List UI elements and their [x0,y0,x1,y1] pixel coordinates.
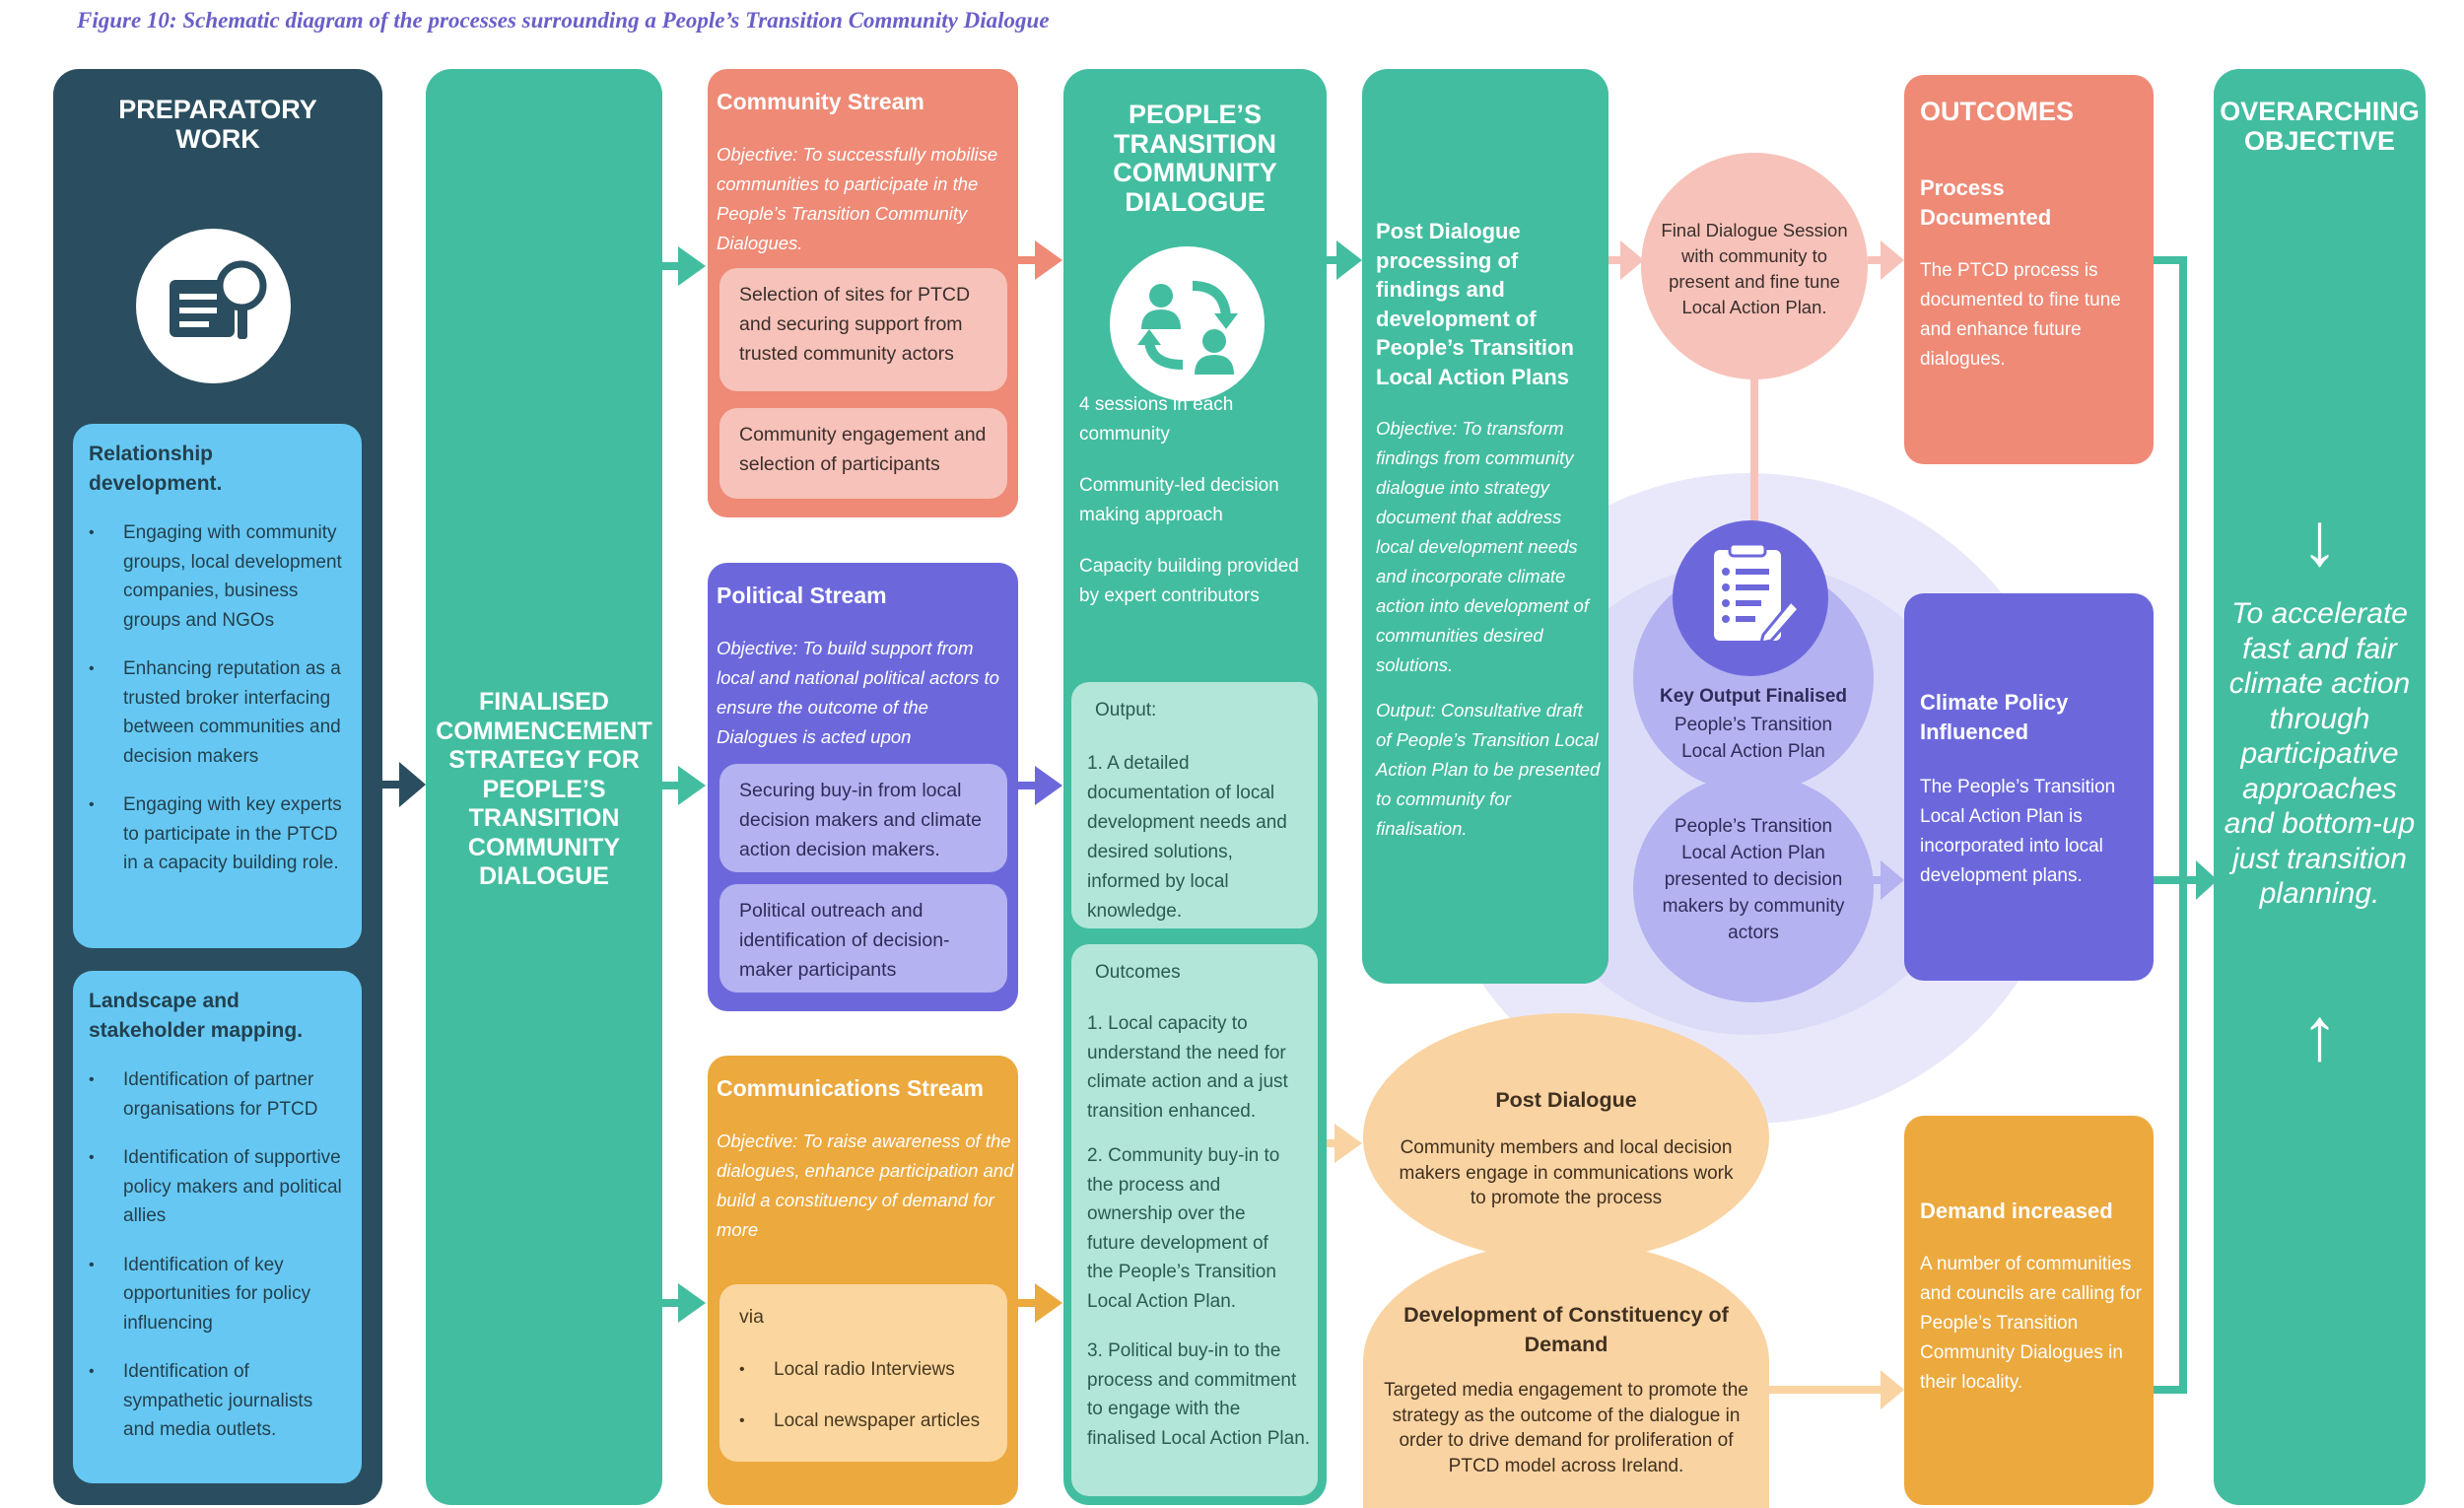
process-title: Process Documented [1920,175,2052,230]
list-item: Identification of partner organisations … [89,1065,347,1124]
arrow-constituency-demand [1881,1370,1904,1409]
constituency-title: Development of Constituency of Demand [1403,1303,1729,1356]
list-item: Enhancing reputation as a trusted broker… [89,654,347,771]
climate-text: The People’s Transition Local Action Pla… [1920,777,2116,886]
outcomes-box: Outcomes 1. Local capacity to understand… [1071,944,1318,1496]
outcomes-bracket [2154,256,2187,1394]
list-item: Local radio Interviews [739,1355,995,1385]
post-dialogue-ellipse: Post Dialogue Community members and loca… [1363,1013,1769,1262]
arrow-to-political [678,766,706,805]
dialogue-point: Capacity building provided by expert con… [1079,556,1299,606]
political-objective: Objective: To build support from local a… [717,638,999,747]
constituency-text: Targeted media engagement to promote the… [1384,1380,1748,1476]
dialogue-title: PEOPLE’S TRANSITION COMMUNITY DIALOGUE [1113,100,1277,217]
landscape-card: Landscape and stakeholder mapping. Ident… [73,971,362,1483]
checklist-pen-icon [1673,520,1828,676]
political-stream-card: Political Stream Objective: To build sup… [708,563,1018,1011]
outcome-item: 3. Political buy-in to the process and c… [1087,1340,1311,1449]
figure-caption: Figure 10: Schematic diagram of the proc… [77,8,1050,33]
post-processing-objective: Objective: To transform findings from co… [1376,418,1589,675]
community-stream-card: Community Stream Objective: To successfu… [708,69,1018,517]
communications-stream-card: Communications Stream Objective: To rais… [708,1056,1018,1505]
community-item: Community engagement and selection of pa… [719,408,1007,499]
climate-title: Climate Policy Influenced [1920,690,2069,744]
communications-list: Local radio Interviews Local newspaper a… [739,1355,995,1455]
list-item: Identification of supportive policy make… [89,1143,347,1231]
relationship-title: Relationship development. [89,443,223,495]
post-processing-title: Post Dialogue processing of findings and… [1376,219,1574,389]
arrow-prep-head [399,762,426,807]
outcome-item: 1. Local capacity to understand the need… [1087,1013,1288,1122]
relationship-list: Engaging with community groups, local de… [89,518,347,898]
arrow-comms-dialogue [1035,1283,1062,1323]
arrow-to-communications [678,1283,706,1323]
climate-policy-card: Climate Policy Influenced The People’s T… [1904,593,2154,981]
list-item: Engaging with key experts to participate… [89,790,347,878]
arrow-post-final [1620,240,1644,280]
preparatory-column: PREPARATORY WORK Relationship developmen… [53,69,382,1505]
list-item: Identification of sympathetic journalist… [89,1357,347,1445]
demand-card: Demand increased A number of communities… [1904,1116,2154,1505]
political-item: Political outreach and identification of… [719,884,1007,993]
landscape-title: Landscape and stakeholder mapping. [89,990,304,1042]
arrow-outcomes-overarching [2196,860,2218,900]
key-output-title: Key Output Finalised [1659,686,1848,707]
communications-objective: Objective: To raise awareness of the dia… [717,1131,1014,1240]
list-item: Identification of key opportunities for … [89,1251,347,1338]
final-session-circle: Final Dialogue Session with community to… [1641,153,1868,379]
outcomes-label: Outcomes [1095,962,1181,983]
process-documented-card: OUTCOMES Process Documented The PTCD pro… [1904,75,2154,464]
post-processing-card: Post Dialogue processing of findings and… [1362,69,1608,984]
post-dialogue-title: Post Dialogue [1495,1088,1637,1112]
dialogue-point: 4 sessions in each community [1079,394,1234,445]
finalised-column: FINALISED COMMENCEMENT STRATEGY FOR PEOP… [426,69,662,1505]
process-text: The PTCD process is documented to fine t… [1920,260,2121,370]
constituency-ellipse: Development of Constituency of Demand Ta… [1363,1242,1769,1508]
people-cycle-icon [1110,246,1265,401]
arrow-presented-climate [1881,860,1904,900]
list-item: Local newspaper articles [739,1406,995,1436]
overarching-column: OVERARCHING OBJECTIVE ↓ To accelerate fa… [2214,69,2426,1505]
arrow-community-dialogue [1035,240,1062,280]
preparatory-title: PREPARATORY WORK [118,95,317,154]
output-box: Output: 1. A detailed documentation of l… [1071,682,1318,928]
communications-via-box: via Local radio Interviews Local newspap… [719,1284,1007,1462]
final-session-text: Final Dialogue Session with community to… [1661,220,1848,317]
arrow-down-icon: ↓ [2300,498,2339,582]
demand-text: A number of communities and councils are… [1920,1254,2142,1393]
post-processing-output: Output: Consultative draft of People’s T… [1376,700,1601,839]
key-output-text: People’s Transition Local Action Plan [1674,715,1833,762]
political-item: Securing buy-in from local decision make… [719,764,1007,872]
arrow-to-community [678,246,706,286]
overarching-title: OVERARCHING OBJECTIVE [2220,97,2420,156]
arrow-final-process [1881,240,1904,280]
outcome-item: 2. Community buy-in to the process and o… [1087,1145,1280,1312]
list-item: Engaging with community groups, local de… [89,518,347,635]
communications-stream-title: Communications Stream [717,1075,984,1101]
dialogue-point: Community-led decision making approach [1079,475,1279,525]
community-objective: Objective: To successfully mobilise comm… [717,144,998,253]
document-search-icon [136,229,291,383]
outcomes-title: OUTCOMES [1920,97,2075,126]
political-stream-title: Political Stream [717,583,887,608]
community-stream-title: Community Stream [717,89,924,114]
via-label: via [739,1306,764,1328]
overarching-text: To accelerate fast and fair climate acti… [2224,597,2416,910]
output-text: 1. A detailed documentation of local dev… [1087,753,1287,922]
post-dialogue-text: Community members and local decision mak… [1399,1137,1734,1208]
arrow-up-icon: ↑ [2300,993,2339,1076]
finalised-text: FINALISED COMMENCEMENT STRATEGY FOR PEOP… [436,688,652,890]
output-label: Output: [1095,700,1157,720]
presented-circle: People’s Transition Local Action Plan pr… [1633,774,1874,1002]
demand-title: Demand increased [1920,1199,2113,1223]
arrow-political-dialogue [1035,766,1062,805]
landscape-list: Identification of partner organisations … [89,1065,347,1465]
community-item: Selection of sites for PTCD and securing… [719,268,1007,391]
dialogue-column: PEOPLE’S TRANSITION COMMUNITY DIALOGUE 4… [1063,69,1327,1505]
arrow-dialogue-postdialogue [1335,1124,1362,1163]
relationship-card: Relationship development. Engaging with … [73,424,362,948]
presented-text: People’s Transition Local Action Plan pr… [1662,816,1845,943]
arrow-dialogue-post [1336,240,1362,280]
